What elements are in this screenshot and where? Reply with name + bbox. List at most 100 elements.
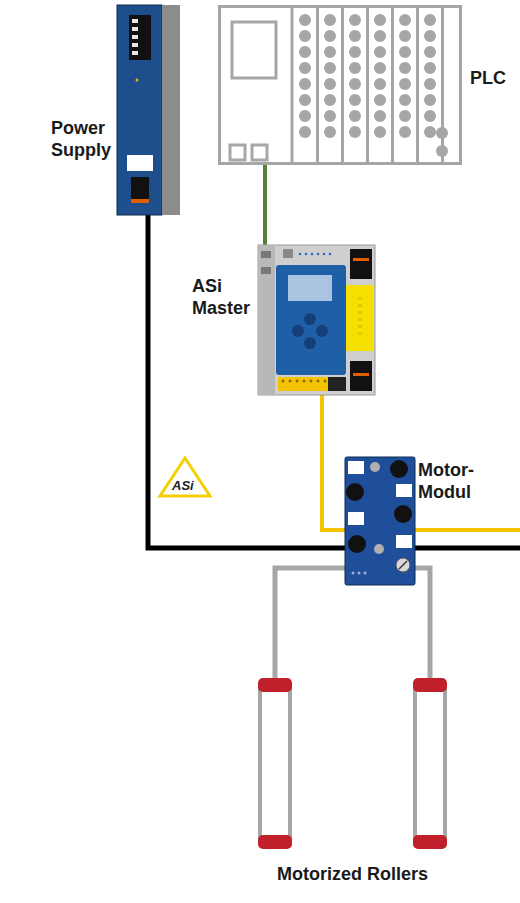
status-led: [364, 572, 367, 575]
io-card-divider: [316, 7, 319, 163]
io-terminal: [299, 78, 311, 90]
terminal-screw: [289, 380, 292, 383]
io-terminal: [349, 30, 361, 42]
io-terminal: [424, 46, 436, 58]
roller-cap: [413, 678, 447, 692]
module-slot: [358, 304, 362, 307]
module-label-plate: [348, 512, 364, 525]
psu-body: [117, 5, 162, 215]
master-port: [283, 249, 293, 258]
module-slot: [358, 318, 362, 321]
address-switch: [396, 558, 410, 572]
psu-led: [136, 79, 139, 82]
master-connector: [350, 361, 372, 391]
io-terminal: [349, 62, 361, 74]
plc-port: [252, 145, 267, 160]
device-label: PLC: [470, 67, 506, 89]
asi-master-illustration: [258, 245, 375, 395]
module-slot: [358, 325, 362, 328]
master-button: [292, 325, 304, 337]
module-slot: [358, 297, 362, 300]
module-led: [370, 462, 380, 472]
io-card-divider: [441, 7, 444, 163]
plc-display: [232, 22, 276, 78]
device-label: Power Supply: [51, 117, 111, 161]
plc-illustration: [218, 5, 462, 165]
wire-path: [322, 395, 345, 530]
io-card-divider: [366, 7, 369, 163]
device-label: Motor- Modul: [418, 459, 474, 503]
master-terminal-strip: [278, 377, 328, 391]
wire-connector: [322, 395, 345, 530]
asi-master: ASi Master: [258, 245, 375, 395]
status-led: [311, 253, 314, 256]
plc-port: [230, 145, 245, 160]
io-terminal: [424, 110, 436, 122]
io-terminal: [424, 14, 436, 26]
master-yellow-module: [346, 285, 374, 351]
io-terminal: [349, 78, 361, 90]
io-terminal: [349, 14, 361, 26]
m12-socket: [346, 483, 364, 501]
status-led: [305, 253, 308, 256]
asi-bus-continuation: [415, 528, 520, 532]
roller-cap: [413, 835, 447, 849]
terminal-slot: [132, 35, 138, 39]
roller-tube: [260, 687, 290, 841]
module-label-plate: [348, 461, 364, 474]
io-terminal: [324, 110, 336, 122]
io-terminal: [399, 30, 411, 42]
terminal-slot: [132, 27, 138, 31]
power-supply: Power Supply: [117, 5, 180, 215]
io-terminal: [324, 62, 336, 74]
roller-tube: [415, 687, 445, 841]
status-led: [317, 253, 320, 256]
wire-path: [263, 165, 267, 245]
io-terminal: [324, 46, 336, 58]
psu-output-terminal: [131, 177, 149, 199]
io-card-divider: [341, 7, 344, 163]
master-terminal-block: [328, 377, 346, 391]
io-terminal: [399, 78, 411, 90]
terminal-slot: [132, 43, 138, 47]
module-label-plate: [396, 535, 412, 548]
device-label: Motorized Rollers: [250, 863, 455, 885]
terminal-screw: [324, 380, 327, 383]
io-terminal: [374, 78, 386, 90]
roller-cap: [258, 678, 292, 692]
io-terminal: [436, 145, 448, 157]
status-led: [352, 572, 355, 575]
io-terminal: [299, 62, 311, 74]
io-terminal: [299, 30, 311, 42]
module-slot: [358, 311, 362, 314]
power-supply-illustration: [117, 5, 180, 215]
io-terminal: [299, 110, 311, 122]
io-terminal: [374, 126, 386, 138]
plc-housing: [220, 7, 461, 164]
master-connector: [350, 249, 372, 279]
device-label: ASi Master: [192, 275, 250, 319]
terminal-screw: [296, 380, 299, 383]
plc: PLC: [218, 5, 462, 165]
master-button: [316, 325, 328, 337]
io-terminal: [399, 126, 411, 138]
connector-marker: [353, 258, 369, 261]
psu-side: [162, 5, 180, 215]
io-terminal: [399, 14, 411, 26]
master-button: [304, 337, 316, 349]
wire-connector: [265, 165, 266, 245]
io-terminal: [299, 46, 311, 58]
io-terminal: [424, 126, 436, 138]
status-led: [323, 253, 326, 256]
master-display: [288, 275, 332, 301]
io-terminal: [324, 30, 336, 42]
io-terminal: [324, 78, 336, 90]
io-terminal: [424, 94, 436, 106]
io-terminal: [374, 46, 386, 58]
plc-divider: [291, 7, 294, 163]
psu-label-plate: [127, 155, 153, 171]
io-terminal: [399, 110, 411, 122]
terminal-screw: [303, 380, 306, 383]
io-card-divider: [416, 7, 419, 163]
